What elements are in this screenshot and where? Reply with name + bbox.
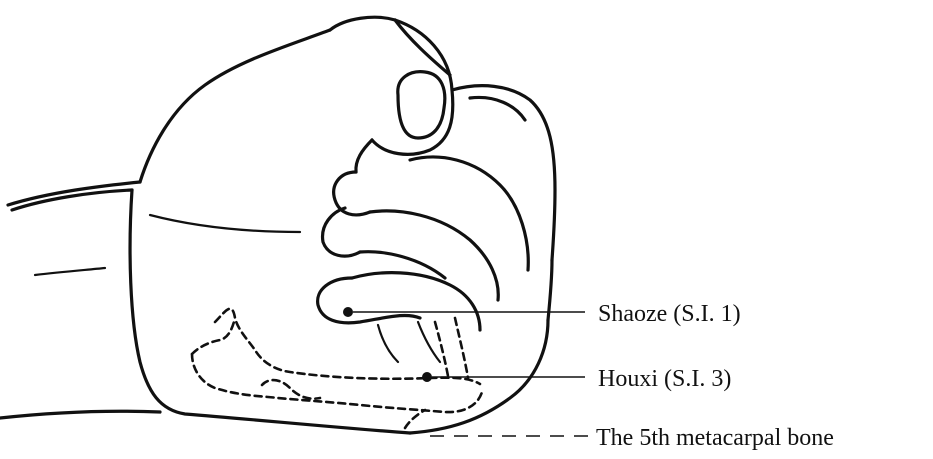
index-finger (410, 86, 555, 270)
thumb-inner-crease (395, 20, 450, 75)
forearm (0, 182, 160, 418)
houxi-label: Houxi (S.I. 3) (598, 366, 731, 392)
palm-crease (378, 325, 398, 362)
curled-fingers (318, 172, 499, 362)
thumb (330, 17, 453, 172)
wrist-bone-dashed-top (192, 318, 235, 354)
houxi-point (422, 372, 432, 382)
metacarpal-dashed-bottom (192, 354, 482, 412)
index-knuckle-line (470, 97, 525, 120)
index-inner-curve (410, 157, 528, 270)
metacarpal-dashed-end (405, 410, 425, 428)
middle-fingertip (334, 172, 370, 215)
metacarpal-head-dashed-1 (435, 322, 448, 376)
hand-back-upper (140, 30, 330, 182)
forearm-top-edge (8, 182, 140, 205)
shaoze-label: Shaoze (S.I. 1) (598, 301, 741, 327)
forearm-bottom-edge (0, 411, 160, 418)
shaoze-point (343, 307, 353, 317)
metacarpal-head-dashed-2 (455, 318, 468, 378)
bone-outline (192, 309, 482, 428)
hand-side-edge (548, 260, 552, 320)
metacarpal-label: The 5th metacarpal bone (596, 425, 834, 451)
little-fingertip (318, 278, 420, 323)
middle-finger-body (370, 211, 498, 300)
wrist-crease (35, 268, 105, 275)
hand-outline (130, 30, 552, 433)
index-finger-outline (452, 86, 555, 260)
knuckle-line (150, 215, 300, 232)
thumb-base (356, 140, 372, 172)
thumbnail (398, 72, 445, 138)
carpal-dashed (262, 380, 320, 399)
